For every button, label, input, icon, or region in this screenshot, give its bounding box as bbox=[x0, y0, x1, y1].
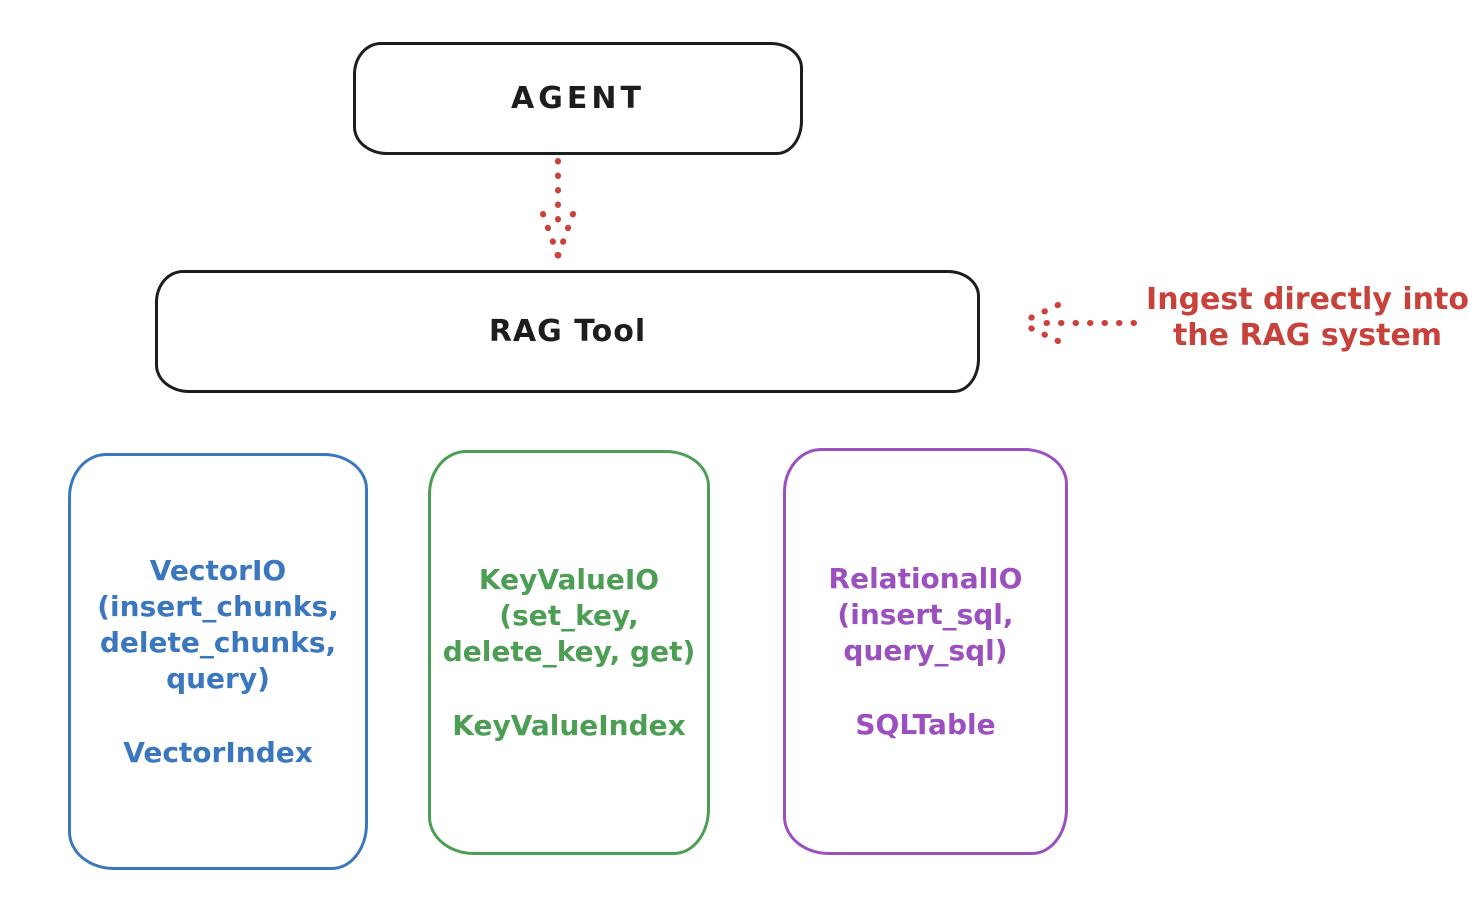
spacer bbox=[97, 697, 339, 735]
keyvalue-index-label: KeyValueIndex bbox=[452, 708, 686, 742]
ingest-annotation-line2: the RAG system bbox=[1172, 318, 1443, 353]
keyvalue-io-methods: delete_key, get) bbox=[442, 634, 696, 668]
sql-table-label: SQLTable bbox=[855, 707, 996, 741]
relational-io-methods: query_sql) bbox=[843, 633, 1008, 667]
ingest-annotation-line1: Ingest directly into bbox=[1146, 282, 1469, 317]
relational-io-box: RelationalIO (insert_sql, query_sql) SQL… bbox=[783, 448, 1068, 855]
spacer bbox=[829, 669, 1023, 707]
relational-io-name: RelationalIO bbox=[828, 561, 1023, 595]
spacer bbox=[443, 670, 696, 708]
ingest-annotation: Ingest directly into the RAG system bbox=[1135, 282, 1480, 354]
keyvalue-io-methods: (set_key, bbox=[499, 598, 639, 632]
keyvalue-io-box: KeyValueIO (set_key, delete_key, get) Ke… bbox=[428, 450, 710, 855]
annotation-to-rag-arrow bbox=[1017, 302, 1137, 344]
vector-index-label: VectorIndex bbox=[123, 735, 313, 769]
agent-box: AGENT bbox=[353, 42, 803, 155]
agent-to-rag-arrow bbox=[540, 158, 576, 259]
relational-io-methods: (insert_sql, bbox=[837, 597, 1014, 631]
vector-io-methods: (insert_chunks, bbox=[97, 589, 339, 623]
vector-io-box: VectorIO (insert_chunks, delete_chunks, … bbox=[68, 453, 368, 870]
vector-io-name: VectorIO bbox=[149, 553, 287, 587]
keyvalue-io-name: KeyValueIO bbox=[478, 562, 660, 596]
rag-tool-box: RAG Tool bbox=[155, 270, 980, 393]
agent-label: AGENT bbox=[511, 81, 645, 116]
rag-tool-label: RAG Tool bbox=[488, 314, 647, 349]
vector-io-methods: delete_chunks, bbox=[99, 625, 337, 659]
vector-io-methods: query) bbox=[166, 661, 270, 695]
